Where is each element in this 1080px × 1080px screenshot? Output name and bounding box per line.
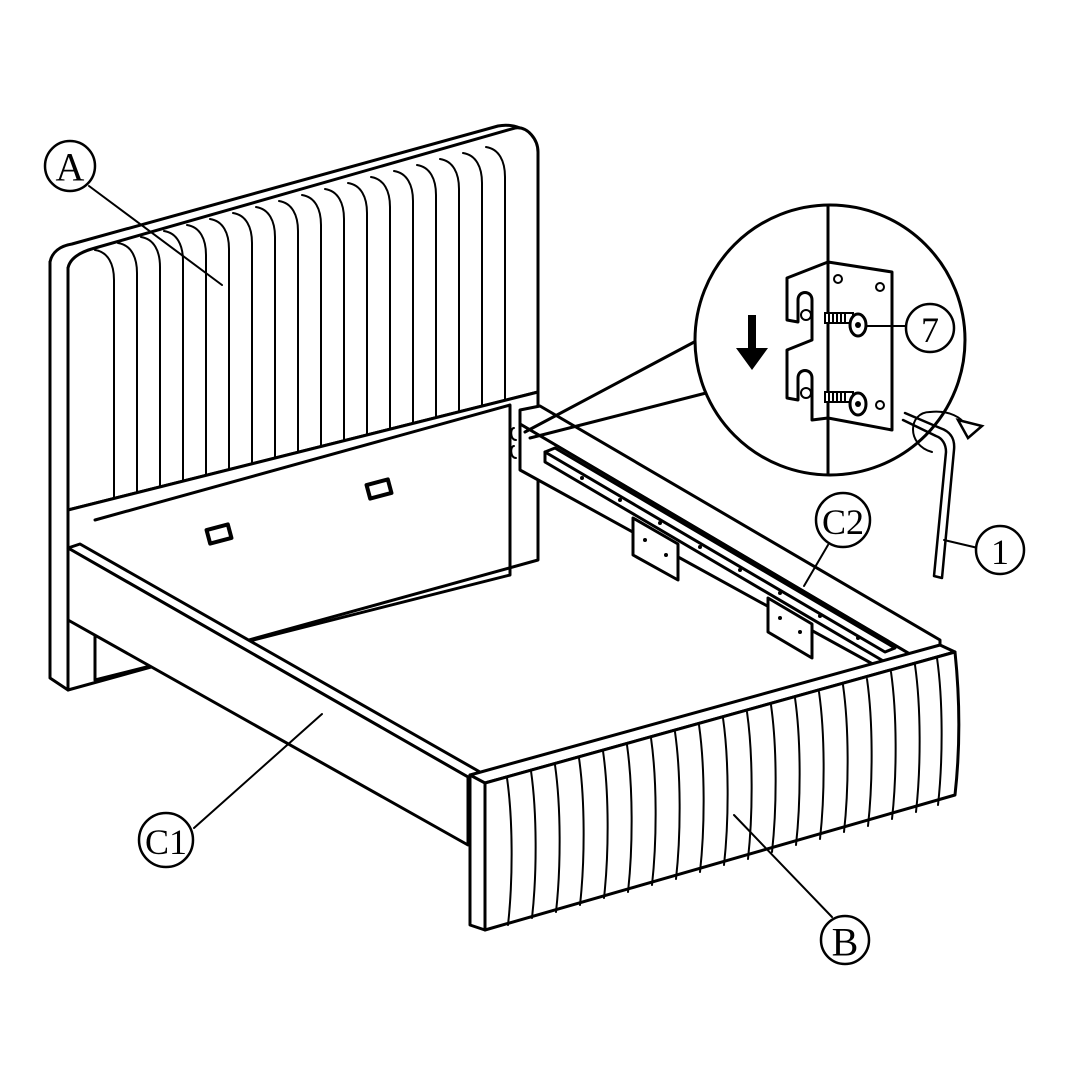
callout-b: B bbox=[733, 814, 871, 966]
callout-7-label: 7 bbox=[921, 310, 939, 350]
arrow-down-icon bbox=[736, 315, 768, 370]
bracket-slot-right bbox=[364, 477, 394, 501]
callout-7 bbox=[904, 302, 956, 354]
callout-c1: C1 bbox=[137, 713, 323, 869]
callout-a-label: A bbox=[56, 145, 85, 190]
side-rail-c1 bbox=[66, 542, 482, 847]
detail-inset: 7 bbox=[523, 203, 967, 477]
callout-a: A bbox=[43, 139, 223, 286]
rotation-arrow-icon bbox=[912, 411, 933, 453]
callout-c2-label: C2 bbox=[822, 502, 864, 542]
callout-1 bbox=[974, 524, 1026, 576]
allen-key: 1 bbox=[901, 410, 1026, 580]
callout-b-label: B bbox=[832, 920, 859, 965]
footboard bbox=[468, 643, 961, 932]
callout-1-label: 1 bbox=[991, 532, 1009, 572]
bracket-slot-left bbox=[204, 522, 234, 546]
bolt-icon bbox=[824, 312, 868, 417]
callout-c1-label: C1 bbox=[145, 822, 187, 862]
side-rail-c2 bbox=[510, 404, 942, 692]
callout-c2: C2 bbox=[803, 491, 872, 587]
